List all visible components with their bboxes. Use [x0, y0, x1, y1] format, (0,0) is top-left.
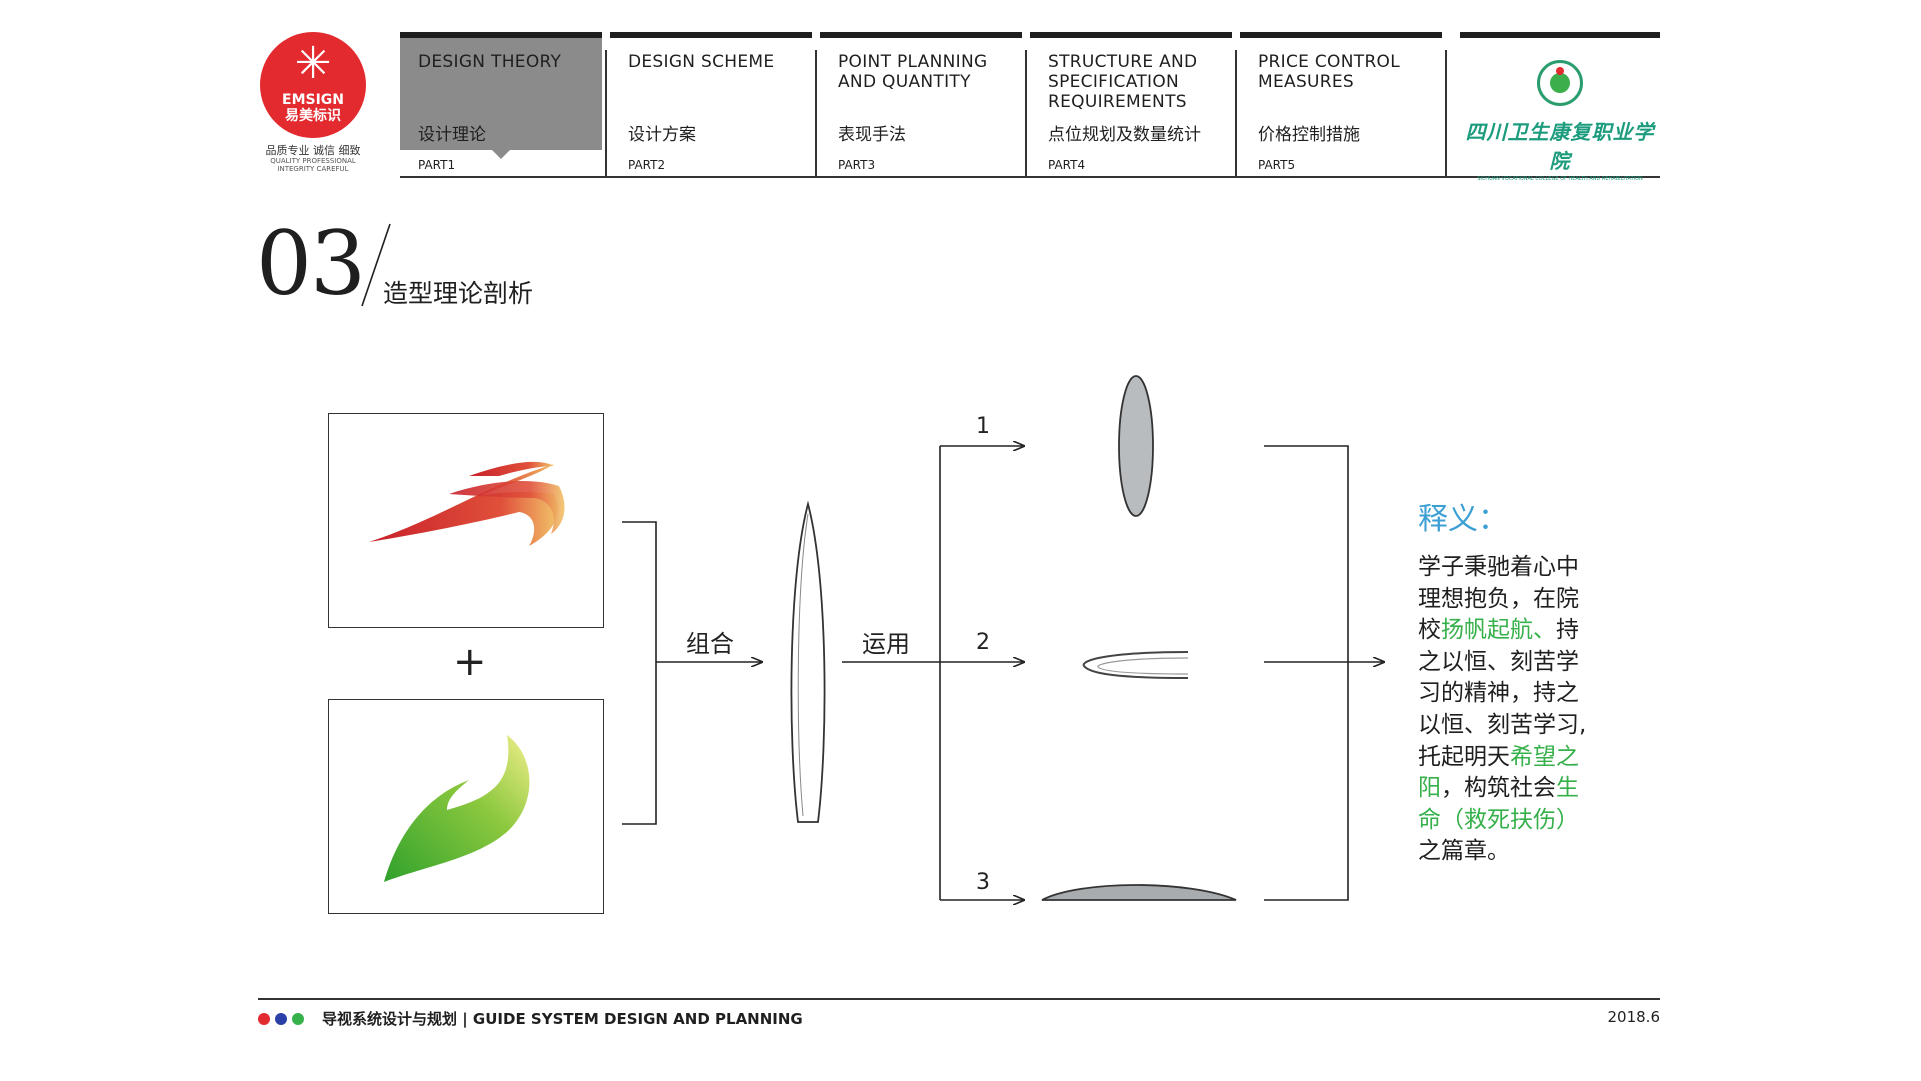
section-number: 03: [256, 212, 366, 315]
combine-label: 组合: [686, 630, 734, 658]
school-logo: 四川卫生康复职业学院 SICHUAN VOCATIONAL COLLEGE OF…: [1460, 32, 1660, 182]
flat-lens-shape: [1041, 884, 1237, 901]
logo-brand: EMSIGN: [282, 92, 344, 108]
nav-divider: [400, 176, 1660, 178]
horizontal-curve-shape: [1082, 651, 1189, 679]
logo-slogan-en-2: INTEGRITY CAREFUL: [277, 165, 349, 173]
meaning-text: 持之以恒、刻苦学习的精神，持之以恒、刻苦学习,托起明天: [1418, 617, 1587, 770]
branch-label-1: 1: [976, 414, 990, 439]
footer-divider: [258, 998, 1660, 1000]
leaf-shape-box: [328, 699, 604, 914]
meaning-text: 之篇章。: [1418, 838, 1510, 865]
logo-slogan-en-1: QUALITY PROFESSIONAL: [270, 157, 356, 165]
snowflake-icon: ✳: [294, 38, 332, 89]
tab-en-label: PRICE CONTROL MEASURES: [1258, 52, 1401, 92]
leaf-icon: [384, 735, 530, 882]
combine-bracket: [622, 521, 657, 825]
vertical-ellipse-shape: [1118, 375, 1154, 517]
blue-dot-icon: [275, 1013, 287, 1025]
school-name: 四川卫生康复职业学院: [1465, 120, 1655, 173]
footer-date: 2018.6: [1607, 1008, 1661, 1026]
branch-label-3: 3: [976, 870, 990, 895]
tab-en-label: DESIGN THEORY: [418, 52, 562, 72]
plus-sign: +: [453, 639, 487, 685]
tab-structure-specification[interactable]: STRUCTURE AND SPECIFICATION REQUIREMENTS…: [1030, 32, 1237, 176]
meaning-highlight: 生命（救死扶伤）: [1418, 775, 1579, 833]
meaning-text: 学子秉驰着心中理想抱负，在院校: [1418, 554, 1579, 644]
footer-title: 导视系统设计与规划 | GUIDE SYSTEM DESIGN AND PLAN…: [322, 1010, 803, 1028]
tab-cn-label: 点位规划及数量统计: [1048, 125, 1201, 145]
tab-part-label: PART1: [418, 158, 456, 172]
sail-shape-box: [328, 413, 604, 628]
tab-cn-label: 表现手法: [838, 125, 906, 145]
tab-part-label: PART5: [1258, 158, 1296, 172]
section-title: 造型理论剖析: [383, 279, 534, 308]
meaning-body: 学子秉驰着心中理想抱负，在院校扬帆起航、持之以恒、刻苦学习的精神，持之以恒、刻苦…: [1418, 552, 1598, 868]
tab-part-label: PART4: [1048, 158, 1086, 172]
tab-en-label: POINT PLANNING AND QUANTITY: [838, 52, 988, 92]
tab-cn-label: 设计方案: [628, 125, 696, 145]
apply-label: 运用: [862, 630, 910, 658]
emsign-logo: ✳ EMSIGN 易美标识 品质专业 诚信 细致 QUALITY PROFESS…: [258, 32, 368, 173]
red-dot-icon: [258, 1013, 270, 1025]
tab-price-control[interactable]: PRICE CONTROL MEASURES 价格控制措施 PART5: [1240, 32, 1447, 176]
meaning-text: ，构筑社会: [1441, 775, 1556, 802]
footer-dots: [258, 1011, 309, 1029]
lens-shape: [790, 500, 826, 823]
tab-cn-label: 设计理论: [418, 125, 486, 145]
tab-point-planning[interactable]: POINT PLANNING AND QUANTITY 表现手法 PART3: [820, 32, 1027, 176]
school-name-en: SICHUAN VOCATIONAL COLLEGE OF HEALTH AND…: [1477, 176, 1643, 182]
tab-en-label: STRUCTURE AND SPECIFICATION REQUIREMENTS: [1048, 52, 1198, 112]
heading-slash: [361, 223, 391, 307]
sail-icon: [369, 461, 565, 546]
logo-slogan: 品质专业 诚信 细致: [265, 144, 361, 157]
tab-en-label: DESIGN SCHEME: [628, 52, 775, 72]
logo-brand-cn: 易美标识: [285, 108, 341, 124]
meaning-highlight: 希望之阳: [1418, 743, 1579, 802]
tab-design-scheme[interactable]: DESIGN SCHEME 设计方案 PART2: [610, 32, 817, 176]
tab-part-label: PART2: [628, 158, 666, 172]
meaning-panel: 释义： 学子秉驰着心中理想抱负，在院校扬帆起航、持之以恒、刻苦学习的精神，持之以…: [1418, 494, 1618, 868]
tab-part-label: PART3: [838, 158, 876, 172]
footer: 导视系统设计与规划 | GUIDE SYSTEM DESIGN AND PLAN…: [258, 1008, 1660, 1028]
tab-design-theory[interactable]: DESIGN THEORY 设计理论 PART1: [400, 32, 607, 176]
meaning-highlight: 扬帆起航、: [1441, 617, 1556, 644]
green-dot-icon: [292, 1013, 304, 1025]
meaning-title: 释义：: [1418, 502, 1508, 537]
emsign-logo-circle: ✳ EMSIGN 易美标识: [260, 32, 366, 138]
branch-label-2: 2: [976, 630, 990, 655]
result-bracket: [1264, 445, 1349, 901]
school-emblem-icon: [1537, 60, 1583, 106]
tab-cn-label: 价格控制措施: [1258, 125, 1360, 145]
